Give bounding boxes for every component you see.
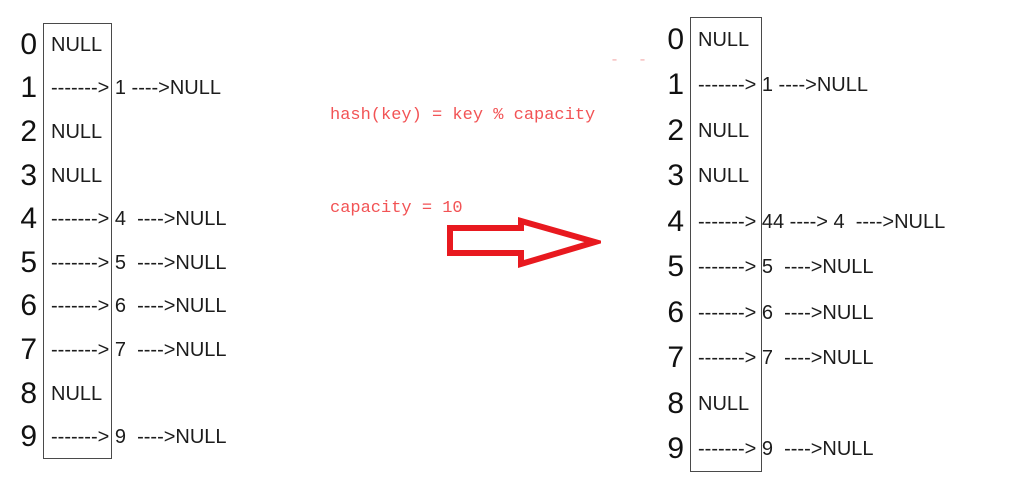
bucket-row: 1 -------> 1 ---->NULL: [0, 67, 330, 111]
bucket-cell: -------> 7 ---->NULL: [698, 347, 874, 370]
bucket-cell: -------> 1 ---->NULL: [51, 77, 221, 100]
bucket-cell: -------> 9 ---->NULL: [698, 438, 874, 461]
bucket-cell: NULL: [698, 28, 750, 51]
bucket-row: 3 NULL: [647, 154, 1025, 200]
hash-formula-annotation: hash(key) = key % capacity capacity = 10: [330, 38, 595, 286]
bucket-index: 6: [20, 289, 37, 323]
bucket-row: 6 -------> 6 ---->NULL: [0, 285, 330, 329]
bucket-row: 0 NULL: [0, 23, 330, 67]
bucket-row: 6 -------> 6 ---->NULL: [647, 290, 1025, 336]
bucket-cell: -------> 4 ---->NULL: [51, 208, 227, 231]
stray-pen-mark: - -: [610, 52, 653, 69]
bucket-row: 8 NULL: [0, 372, 330, 416]
bucket-cell: NULL: [698, 165, 750, 188]
bucket-index: 7: [667, 341, 684, 375]
capacity-line: capacity = 10: [330, 199, 463, 218]
bucket-row: 4 -------> 4 ---->NULL: [0, 197, 330, 241]
bucket-array-border: [690, 17, 762, 472]
bucket-index: 3: [20, 158, 37, 192]
bucket-cell: -------> 9 ---->NULL: [51, 426, 227, 449]
bucket-row: 7 -------> 7 ---->NULL: [0, 328, 330, 372]
bucket-row: 9 -------> 9 ---->NULL: [0, 415, 330, 459]
bucket-row: 4 -------> 44 ----> 4 ---->NULL: [647, 199, 1025, 245]
transform-arrow-icon: [447, 217, 601, 269]
bucket-index: 8: [20, 376, 37, 410]
bucket-row: 2 NULL: [647, 108, 1025, 154]
bucket-index: 3: [667, 159, 684, 193]
bucket-cell: NULL: [51, 120, 103, 143]
bucket-cell: -------> 6 ---->NULL: [698, 301, 874, 324]
bucket-row: 1 -------> 1 ---->NULL: [647, 63, 1025, 109]
bucket-index: 1: [20, 71, 37, 105]
bucket-cell: NULL: [51, 33, 103, 56]
bucket-index: 1: [667, 68, 684, 102]
bucket-cell: NULL: [698, 392, 750, 415]
bucket-index: 4: [20, 202, 37, 236]
bucket-index: 5: [20, 245, 37, 279]
bucket-row: 8 NULL: [647, 381, 1025, 427]
bucket-cell: -------> 44 ----> 4 ---->NULL: [698, 210, 946, 233]
bucket-index: 0: [20, 27, 37, 61]
bucket-cell: -------> 1 ---->NULL: [698, 74, 868, 97]
bucket-cell: -------> 7 ---->NULL: [51, 338, 227, 361]
bucket-index: 9: [20, 420, 37, 454]
bucket-row: 0 NULL: [647, 17, 1025, 63]
bucket-index: 6: [667, 295, 684, 329]
bucket-row: 7 -------> 7 ---->NULL: [647, 336, 1025, 382]
bucket-cell: -------> 5 ---->NULL: [698, 256, 874, 279]
bucket-row: 3 NULL: [0, 154, 330, 198]
bucket-index: 7: [20, 332, 37, 366]
bucket-index: 0: [667, 22, 684, 56]
bucket-index: 4: [667, 204, 684, 238]
bucket-array-border: [43, 23, 112, 459]
bucket-row: 5 -------> 5 ---->NULL: [647, 245, 1025, 291]
bucket-cell: NULL: [51, 382, 103, 405]
bucket-index: 5: [667, 250, 684, 284]
bucket-index: 2: [667, 113, 684, 147]
bucket-row: 5 -------> 5 ---->NULL: [0, 241, 330, 285]
bucket-index: 2: [20, 114, 37, 148]
transform-arrow-shape: [447, 217, 601, 269]
hash-formula-line: hash(key) = key % capacity: [330, 106, 596, 125]
bucket-cell: -------> 6 ---->NULL: [51, 295, 227, 318]
bucket-row: 2 NULL: [0, 110, 330, 154]
bucket-index: 9: [667, 432, 684, 466]
bucket-cell: NULL: [698, 119, 750, 142]
bucket-index: 8: [667, 386, 684, 420]
bucket-row: 9 -------> 9 ---->NULL: [647, 427, 1025, 473]
bucket-cell: NULL: [51, 164, 103, 187]
bucket-cell: -------> 5 ---->NULL: [51, 251, 227, 274]
